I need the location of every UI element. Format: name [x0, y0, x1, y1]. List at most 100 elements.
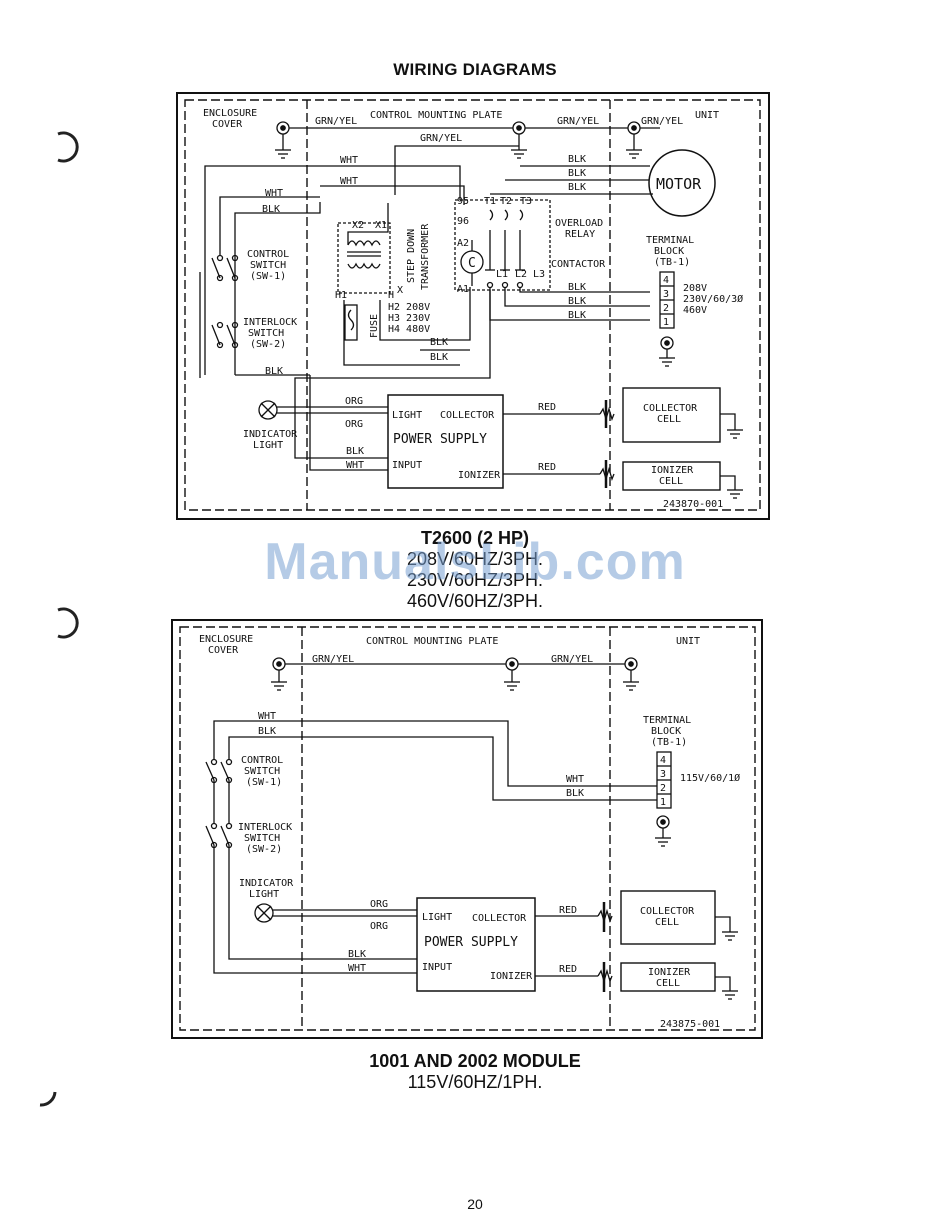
d1-enclosure-label-1: ENCLOSURE [203, 108, 257, 119]
d2-tb-label-3: (TB-1) [651, 737, 687, 748]
d2-tb-num-1: 1 [660, 797, 666, 808]
d2-wire-blk-3: BLK [348, 949, 366, 960]
d1-wire-wht-1: WHT [340, 155, 358, 166]
d1-voltage-208: 208V [683, 283, 707, 294]
d2-ground-lug-4 [655, 815, 671, 847]
d2-plate-label: CONTROL MOUNTING PLATE [366, 636, 498, 647]
d1-terminal-t3: T3 [520, 196, 532, 207]
d1-wire-grnyel-1: GRN/YEL [315, 116, 357, 127]
d2-wire-red-1: RED [559, 905, 577, 916]
d1-collector-cell-box [622, 387, 721, 443]
d2-enclosure-label-1: ENCLOSURE [199, 634, 253, 645]
d1-drawing-number: 243870-001 [663, 499, 723, 510]
d2-wire-blk-2: BLK [566, 788, 584, 799]
d1-contactor-icon [294, 199, 650, 385]
d1-tb-label-3: (TB-1) [654, 257, 690, 268]
d2-ps-light: LIGHT [422, 912, 452, 923]
d2-wire-grnyel-1: GRN/YEL [312, 654, 354, 665]
d1-indicator-1: INDICATOR [243, 429, 298, 440]
d2-power-supply-box [416, 897, 536, 992]
d2-indicator-light-icon [254, 903, 417, 923]
d1-fuse-label: FUSE [369, 314, 380, 338]
d2-collector-cell-2: CELL [655, 917, 679, 928]
d1-contactor-coil-icon: C [468, 256, 476, 271]
d2-ps-ionizer: IONIZER [490, 971, 533, 982]
caption1-model: T2600 (2 HP) [420, 528, 530, 548]
d1-interlock-switch-2: SWITCH [248, 328, 284, 339]
d1-wire-wht-2: WHT [340, 176, 358, 187]
d1-stepdown-2: TRANSFORMER [420, 223, 431, 290]
d1-tb-label-1: TERMINAL [646, 235, 694, 246]
d1-terminal-a2: A2 [457, 238, 469, 249]
d1-wire-red-1: RED [538, 402, 556, 413]
d2-enclosure-label-2: COVER [208, 645, 239, 656]
d1-stepdown-1: STEP DOWN [406, 229, 417, 283]
d2-control-switch-1: CONTROL [241, 755, 283, 766]
d1-control-switch-3: (SW-1) [250, 271, 286, 282]
d1-enclosure-label-2: COVER [212, 119, 243, 130]
d2-ionizer-cell-2: CELL [656, 978, 680, 989]
d1-collector-cell-2: CELL [657, 414, 681, 425]
d2-ps-collector: COLLECTOR [472, 913, 527, 924]
d1-terminal-l3: L3 [533, 269, 545, 280]
d1-tb-num-4: 4 [663, 275, 669, 286]
d1-terminal-95: 95 [457, 196, 469, 207]
d1-terminal-x1: X1 [375, 220, 387, 231]
d1-wire-red-2: RED [538, 462, 556, 473]
caption1: T2600 (2 HP) 208V/60HZ/3PH. 230V/60HZ/3P… [0, 528, 950, 612]
d1-wire-blk-m2: BLK [568, 168, 586, 179]
d1-overload-2: RELAY [565, 229, 595, 240]
d2-terminal-block-icon [656, 751, 672, 809]
d2-wire-blk-1: BLK [258, 726, 276, 737]
d1-wire-blk-7: BLK [568, 310, 586, 321]
d1-unit-label: UNIT [695, 110, 719, 121]
binder-hole-2 [57, 607, 79, 639]
d1-interlock-switch-icon [211, 321, 239, 349]
d2-interlock-switch-1: INTERLOCK [238, 822, 292, 833]
d2-wire-wht-1: WHT [258, 711, 276, 722]
d2-tb-label-2: BLOCK [651, 726, 681, 737]
d1-wire-grnyel-4: GRN/YEL [420, 133, 462, 144]
d1-wire-blk-6: BLK [568, 296, 586, 307]
d2-tb-num-4: 4 [660, 755, 666, 766]
d1-wire-blk-5: BLK [568, 282, 586, 293]
diagram2: ENCLOSURE COVER CONTROL MOUNTING PLATE U… [171, 619, 763, 1039]
d1-terminal-block-icon [659, 271, 675, 329]
d1-ps-title: POWER SUPPLY [393, 432, 487, 447]
page-number: 20 [467, 1196, 483, 1212]
d1-collector-cell-1: COLLECTOR [643, 403, 698, 414]
d1-tap-h4: H4 480V [388, 324, 430, 335]
d1-terminal-x2: X2 [352, 220, 364, 231]
d1-control-switch-2: SWITCH [250, 260, 286, 271]
d2-control-switch-3: (SW-1) [246, 777, 282, 788]
d1-ps-collector: COLLECTOR [440, 410, 495, 421]
d1-motor-label: MOTOR [656, 175, 702, 193]
d1-terminal-x: X [397, 285, 403, 296]
d1-indicator-light-icon [258, 400, 388, 420]
d1-wire-blk-m1: BLK [568, 154, 586, 165]
d1-ps-ionizer: IONIZER [458, 470, 501, 481]
d1-transformer-icon [337, 203, 460, 366]
caption1-line-2: 230V/60HZ/3PH. [406, 570, 544, 590]
d2-tb-num-2: 2 [660, 783, 666, 794]
d2-wire-org-2: ORG [370, 921, 388, 932]
d1-ionizer-cell-1: IONIZER [651, 465, 694, 476]
d1-terminal-t2: T2 [500, 196, 512, 207]
d1-wire-org-1: ORG [345, 396, 363, 407]
d1-terminal-a1: A1 [457, 284, 469, 295]
d2-interlock-switch-3: (SW-2) [246, 844, 282, 855]
d2-tb-label-1: TERMINAL [643, 715, 691, 726]
d1-interlock-switch-3: (SW-2) [250, 339, 286, 350]
d1-wire-blk-m3: BLK [568, 182, 586, 193]
d2-ps-title: POWER SUPPLY [424, 935, 518, 950]
d1-tap-h3: H3 230V [388, 313, 430, 324]
caption1-line-1: 208V/60HZ/3PH. [406, 549, 544, 569]
d1-ps-input: INPUT [392, 460, 422, 471]
d1-indicator-2: LIGHT [253, 440, 283, 451]
binder-hole-1 [57, 131, 79, 163]
d1-voltage-230: 230V/60/3Ø [683, 293, 743, 305]
d1-wire-blk-8: BLK [346, 446, 364, 457]
d1-terminal-96: 96 [457, 216, 469, 227]
diagram1-outer-frame [176, 92, 770, 520]
